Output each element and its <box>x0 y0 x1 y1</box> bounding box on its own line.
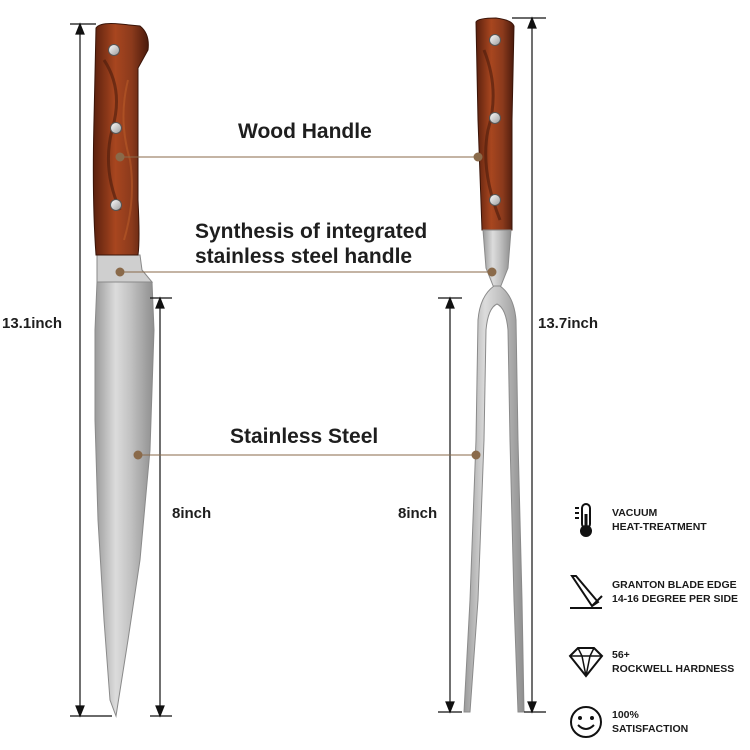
feature-line: 100% <box>612 709 639 721</box>
feature-line: GRANTON BLADE EDGE <box>612 579 737 591</box>
synthesis-label-line1: Synthesis of integrated <box>195 220 428 243</box>
dimension-lines <box>70 16 546 718</box>
callout-leaders <box>115 152 497 460</box>
knife-rivet <box>110 199 122 211</box>
feature-blade-edge: GRANTON BLADE EDGE 14-16 DEGREE PER SIDE <box>612 578 738 606</box>
fork-rivet <box>489 194 501 206</box>
feature-line: 56+ <box>612 649 630 661</box>
feature-heat-treatment: VACUUM HEAT-TREATMENT <box>612 506 707 534</box>
feature-satisfaction: 100% SATISFACTION <box>612 708 688 736</box>
synthesis-label-line2: stainless steel handle <box>195 245 413 268</box>
feature-line: HEAT-TREATMENT <box>612 521 707 533</box>
thermometer-icon <box>575 503 592 537</box>
wood-handle-label: Wood Handle <box>238 120 372 143</box>
knife-wood-handle <box>92 23 149 256</box>
fork-rivet <box>489 34 501 46</box>
knife-bolster <box>96 254 154 283</box>
fork-tines <box>463 285 525 713</box>
feature-line: 14-16 DEGREE PER SIDE <box>612 593 739 605</box>
feature-hardness: 56+ ROCKWELL HARDNESS <box>612 648 734 676</box>
knife-rivet <box>110 122 122 134</box>
stainless-steel-label: Stainless Steel <box>230 425 379 448</box>
feature-line: VACUUM <box>612 507 658 519</box>
carving-fork <box>463 17 525 713</box>
carving-knife <box>92 23 155 718</box>
feature-line: ROCKWELL HARDNESS <box>612 663 735 675</box>
knife-blade <box>94 281 155 718</box>
feature-line: SATISFACTION <box>612 723 689 735</box>
fork-total-length: 13.7inch <box>538 315 599 332</box>
fork-bolster <box>482 229 512 289</box>
knife-edge-icon <box>570 575 603 609</box>
smiley-icon <box>570 706 602 738</box>
fork-tine-length: 8inch <box>398 505 438 522</box>
knife-blade-length: 8inch <box>172 505 212 522</box>
knife-rivet <box>108 44 120 56</box>
diamond-icon <box>568 647 604 678</box>
knife-total-length: 13.1inch <box>2 315 63 332</box>
fork-rivet <box>489 112 501 124</box>
